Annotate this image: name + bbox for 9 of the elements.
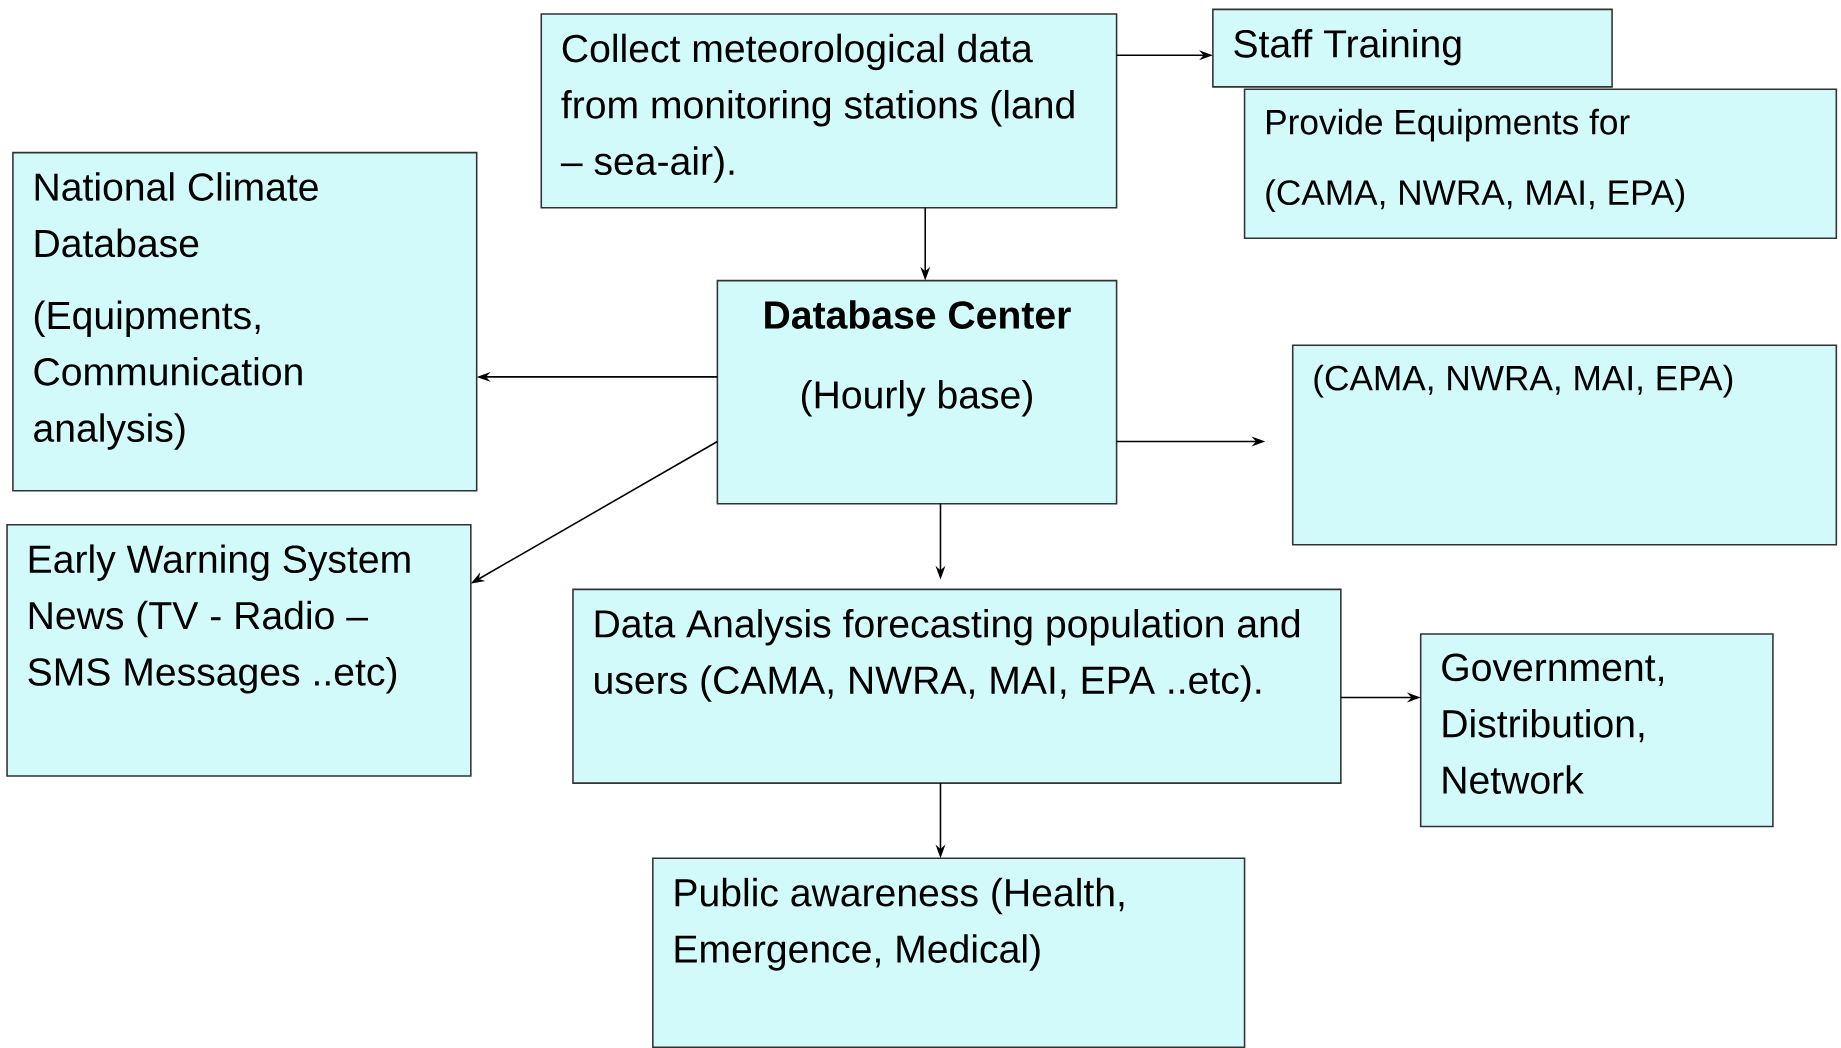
process-box: Database Center (Hourly base) [716, 279, 1118, 505]
process-box: Data Analysis forecasting population and users (CAMA, NWRA, MAI, EPA ..etc). [572, 588, 1342, 784]
process-box: Collect meteorological data from monitoring stations (land – sea-air). [540, 13, 1118, 209]
process-box: Staff Training [1212, 8, 1613, 88]
process-box: Early Warning System News (TV - Radio – SMS Messages ..etc) [6, 523, 472, 777]
process-box: Government, Distribution, Network [1419, 633, 1774, 828]
process-box: National Climate Database (Equipments, Communication analysis) [12, 151, 478, 492]
process-box: Public awareness (Health, Emergence, Medical) [652, 857, 1246, 1048]
process-box: (CAMA, NWRA, MAI, EPA) [1291, 344, 1838, 546]
